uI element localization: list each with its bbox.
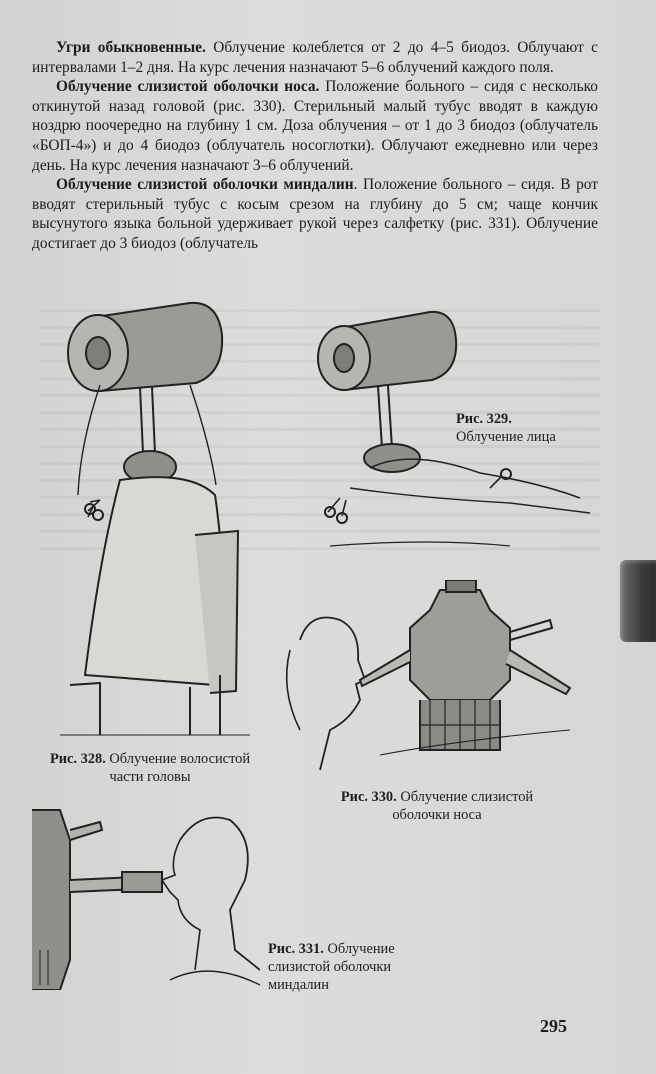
figure-number: Рис. 328. — [49, 751, 106, 767]
page-number: 295 — [540, 1016, 567, 1036]
thumb-index-tab — [620, 560, 656, 642]
figure-number: Рис. 330. — [340, 789, 397, 805]
figure-number: Рис. 329. — [456, 411, 512, 427]
figure-caption-text: Облучение лица — [456, 429, 556, 445]
figure-328-caption: Рис. 328. Облучение волосистой части гол… — [40, 750, 260, 786]
paragraph-heading: Облучение слизистой оболочки миндалин — [56, 176, 354, 194]
figure-330-illustration — [285, 580, 572, 771]
figure-329-illustration — [317, 310, 591, 547]
figure-328-illustration — [60, 301, 250, 736]
paragraph-body: Облучение колеблется от 2 до 4–5 биодоз.… — [32, 39, 598, 76]
figure-331-caption: Рис. 331. Облучение слизистой оболочки м… — [268, 940, 428, 994]
paragraph-heading: Облучение слизистой оболочки носа. — [56, 78, 320, 96]
figure-caption-text: Облучение слизистой оболочки миндалин — [268, 941, 395, 993]
figure-caption-text: Облучение волосистой части головы — [109, 751, 251, 785]
body-text: Угри обыкновенные. Облучение колеблется … — [32, 38, 598, 254]
figure-331-illustration — [32, 809, 260, 990]
paragraph-nose: Облучение слизистой оболочки носа. Полож… — [32, 77, 598, 175]
figure-number: Рис. 331. — [268, 941, 324, 957]
figure-330-caption: Рис. 330. Облучение слизистой оболочки н… — [315, 788, 559, 824]
paragraph-body: Положение больного – сидя с несколько от… — [32, 78, 598, 174]
figure-329-caption: Рис. 329. Облучение лица — [456, 410, 596, 446]
paragraph-body: . Положение больного – сидя. В рот вводя… — [32, 176, 598, 252]
paragraph-acne: Угри обыкновенные. Облучение колеблется … — [32, 38, 598, 77]
paragraph-tonsils: Облучение слизистой оболочки миндалин. П… — [32, 175, 598, 253]
figure-caption-text: Облучение слизистой оболочки носа — [392, 789, 534, 823]
paragraph-heading: Угри обыкновенные. — [56, 39, 206, 56]
